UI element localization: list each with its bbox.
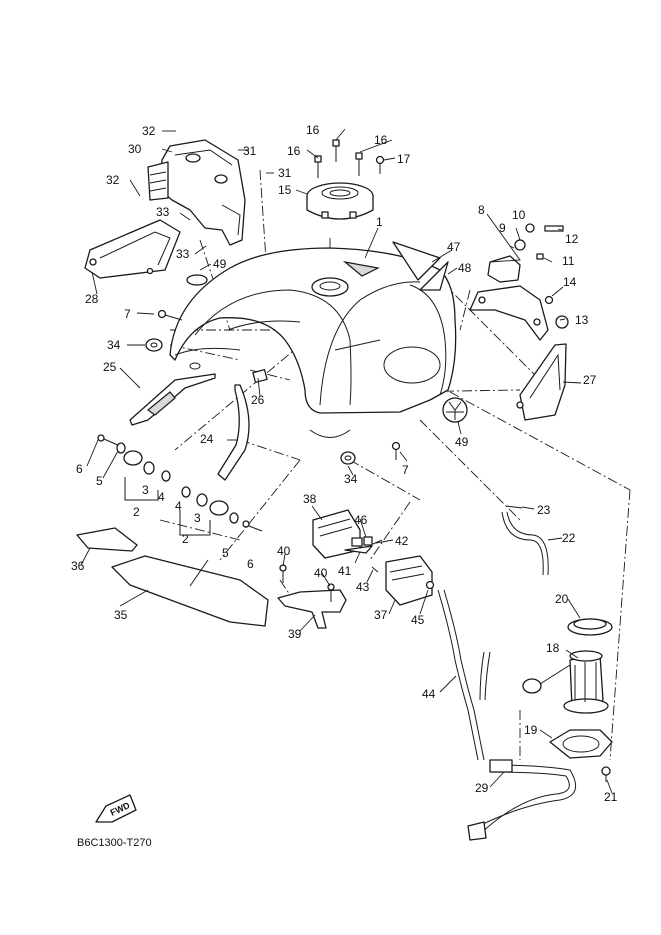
part-18-fuel-pump (522, 650, 609, 714)
callout-34b: 34 (344, 472, 358, 486)
callout-7b: 7 (402, 463, 409, 477)
callout-48: 48 (458, 261, 472, 275)
callout-3: 3 (142, 483, 149, 497)
callout-25: 25 (103, 360, 117, 374)
part-49-emblem-upper (186, 274, 208, 286)
part-27-right-panel (516, 343, 567, 421)
bolts-7 (157, 309, 401, 460)
part-20-ring (567, 618, 613, 636)
callout-16b: 16 (374, 133, 388, 147)
callout-13: 13 (575, 313, 589, 327)
callout-33a: 33 (156, 205, 170, 219)
callout-1: 1 (376, 215, 383, 229)
callout-6: 6 (76, 462, 83, 476)
callout-6b: 6 (247, 557, 254, 571)
diagram-code: B6C1300-T270 (77, 837, 152, 849)
callout-12: 12 (565, 232, 579, 246)
callout-27: 27 (583, 373, 597, 387)
callout-29: 29 (475, 781, 489, 795)
callout-4b: 4 (175, 499, 182, 513)
callout-49a: 49 (213, 257, 227, 271)
callout-33b: 33 (176, 247, 190, 261)
callout-23: 23 (537, 503, 551, 517)
callout-28: 28 (85, 292, 99, 306)
callout-labels: 1 2 2 3 3 4 4 5 5 6 6 7 7 8 9 10 11 12 1… (71, 123, 618, 804)
callout-40b: 40 (314, 566, 328, 580)
callout-49b: 49 (455, 435, 469, 449)
callout-35: 35 (114, 608, 128, 622)
callout-11: 11 (562, 254, 575, 268)
callout-32a: 32 (142, 124, 156, 138)
callout-21: 21 (604, 790, 618, 804)
part-24-cover (217, 384, 250, 481)
callout-34a: 34 (107, 338, 121, 352)
callout-31b: 31 (278, 166, 292, 180)
callout-36: 36 (71, 559, 85, 573)
part-28-side-panel (84, 219, 181, 279)
callout-15: 15 (278, 183, 292, 197)
callout-38: 38 (303, 492, 317, 506)
callout-10: 10 (512, 208, 526, 222)
callout-43: 43 (356, 580, 370, 594)
callout-2: 2 (133, 505, 140, 519)
hose-44 (437, 589, 485, 761)
callout-14: 14 (563, 275, 577, 289)
bracket-assembly-8-14 (469, 223, 569, 341)
callout-32b: 32 (106, 173, 120, 187)
callout-18: 18 (546, 641, 560, 655)
callout-2b: 2 (182, 532, 189, 546)
part-35-pad (111, 555, 269, 627)
fwd-arrow-icon: FWD (95, 794, 137, 823)
callout-17: 17 (397, 152, 411, 166)
part-19-plate (549, 729, 613, 759)
decals-47-48 (392, 241, 449, 291)
part-1-fuel-tank (169, 247, 457, 438)
callout-5b: 5 (222, 546, 229, 560)
callout-24: 24 (200, 432, 214, 446)
hose-22 (479, 505, 549, 701)
part-37-canister (385, 555, 435, 606)
hose-29 (467, 759, 577, 841)
callout-3b: 3 (194, 511, 201, 525)
callout-46: 46 (354, 513, 368, 527)
callout-44: 44 (422, 687, 436, 701)
callout-20: 20 (555, 592, 569, 606)
callout-19: 19 (524, 723, 538, 737)
callout-45: 45 (411, 613, 425, 627)
callout-9: 9 (499, 221, 506, 235)
callout-8: 8 (478, 203, 485, 217)
part-49-emblem (442, 397, 468, 423)
bolts-16-17 (314, 139, 385, 178)
leader-lines (80, 128, 613, 794)
callout-47: 47 (447, 240, 461, 254)
callout-31a: 31 (243, 144, 257, 158)
grommet-34 (145, 338, 356, 465)
part-36-pad (76, 527, 138, 552)
part-39-bracket (277, 589, 347, 629)
callout-37: 37 (374, 608, 388, 622)
callout-16a: 16 (306, 123, 320, 137)
hardware-40-46 (279, 536, 383, 602)
part-30-front-cover (147, 139, 246, 246)
callout-22: 22 (562, 531, 576, 545)
callout-7: 7 (124, 307, 131, 321)
part-26-block (252, 368, 268, 384)
part-21-bolt (601, 766, 611, 782)
callout-16c: 16 (287, 144, 301, 158)
part-38-canister (312, 509, 363, 559)
hardware-left (97, 434, 263, 536)
callout-39: 39 (288, 627, 302, 641)
callout-41: 41 (338, 564, 352, 578)
callout-40a: 40 (277, 544, 291, 558)
callout-30: 30 (128, 142, 142, 156)
callout-26: 26 (251, 393, 265, 407)
callout-5: 5 (96, 474, 103, 488)
callout-4: 4 (158, 490, 165, 504)
part-25-cover (129, 373, 216, 426)
callout-42: 42 (395, 534, 409, 548)
part-15-fuel-cap (306, 182, 374, 220)
